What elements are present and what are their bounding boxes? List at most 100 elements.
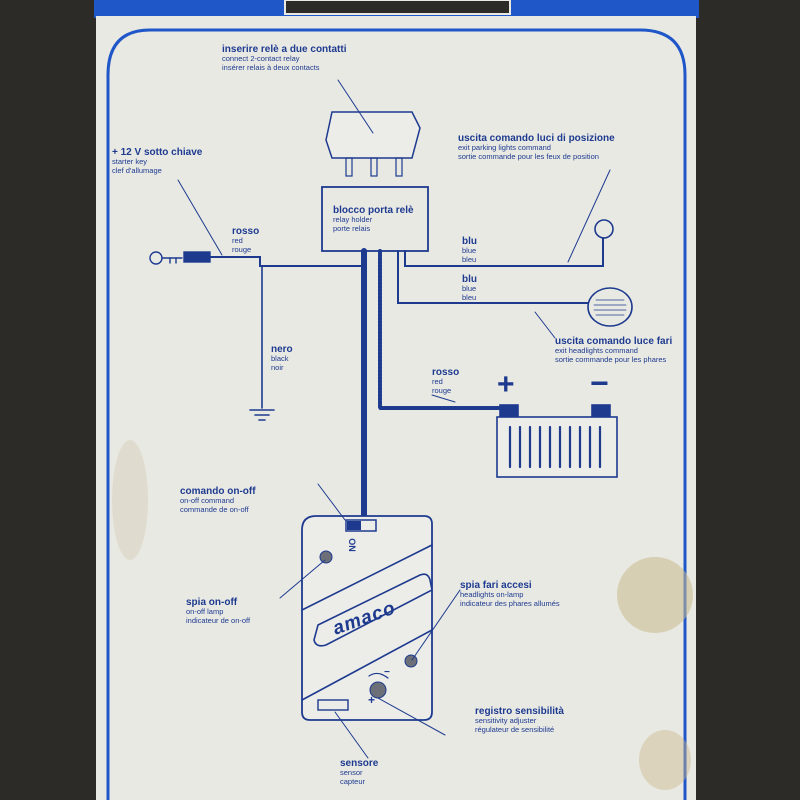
onoff-switch-knob <box>347 521 361 530</box>
sensor-label: sensore sensor capteur <box>340 758 378 786</box>
headlights-lamp-icon <box>404 654 418 668</box>
leader-line <box>334 711 369 759</box>
adjust-plus: + <box>368 693 376 707</box>
leader-line <box>534 311 556 339</box>
leader-line <box>337 79 374 134</box>
parking-output-label: uscita comando luci di posizione exit pa… <box>458 133 615 161</box>
leader-line <box>431 394 456 403</box>
leader-line <box>411 589 461 661</box>
leader-line <box>177 179 223 256</box>
wire-red-label-en: red <box>232 236 243 246</box>
relay-label: inserire relè a due contatti connect 2-c… <box>222 44 347 72</box>
wire-blue-1-fr: bleu <box>462 254 477 264</box>
relay-holder-label-en: relay holder <box>333 215 373 225</box>
parking-output-label-fr: sortie commande pour les feux de positio… <box>458 151 599 161</box>
headlights-lamp-fr: indicateur des phares allumés <box>460 598 560 608</box>
relay-holder-block <box>321 186 429 252</box>
battery-minus: − <box>590 365 609 401</box>
wire-blue-label-2: blu blue bleu <box>462 274 477 302</box>
panel-border <box>106 28 687 800</box>
relay-pin <box>395 157 403 177</box>
ground-symbol-icon <box>249 409 275 421</box>
sensor-window <box>317 699 349 711</box>
wire-red-label: rosso red rouge <box>232 226 259 254</box>
stain-mark <box>112 440 148 560</box>
wire-black-label-en: black <box>271 354 289 364</box>
adjust-arrow-icon <box>368 672 389 679</box>
wire-blue-1-en: blue <box>462 246 477 256</box>
panel-top-tab <box>284 0 511 15</box>
switch-on-label: ON <box>346 538 357 552</box>
wire-blue-2-en: blue <box>462 284 477 294</box>
relay-holder-label-fr: porte relais <box>333 223 371 233</box>
wire-black-label-fr: noir <box>271 362 284 372</box>
ignition-label: + 12 V sotto chiave starter key clef d'a… <box>112 147 202 175</box>
onoff-lamp-en: on-off lamp <box>186 607 224 617</box>
wire-blue-2-it: blu <box>462 274 477 285</box>
headlights-output-label-it: uscita comando luce fari <box>555 336 673 347</box>
onoff-command-label: comando on-off on-off command commande d… <box>180 486 256 514</box>
stain-mark <box>639 730 691 790</box>
relay-label-fr: insérer relais à deux contacts <box>222 62 320 72</box>
parking-output-label-it: uscita comando luci di posizione <box>458 133 615 144</box>
relay-holder-label: blocco porta relè relay holder porte rel… <box>333 205 414 233</box>
wire-black-label: nero black noir <box>271 344 293 372</box>
wire-red-battery-label: rosso red rouge <box>432 367 459 395</box>
wire-red-battery-it: rosso <box>432 367 460 378</box>
relay-pin <box>370 157 378 177</box>
wire-blue-label-1: blu blue bleu <box>462 236 477 264</box>
headlights-output-label: uscita comando luce fari exit headlights… <box>555 336 672 364</box>
sensitivity-fr: régulateur de sensibilité <box>475 724 555 734</box>
parking-light-icon <box>594 219 614 239</box>
onoff-lamp-label: spia on-off on-off lamp indicateur de on… <box>186 597 250 625</box>
wire-black-label-it: nero <box>271 344 293 355</box>
leader-line <box>317 483 346 521</box>
onoff-switch <box>345 519 377 532</box>
onoff-command-it: comando on-off <box>180 486 256 497</box>
leader-line <box>567 169 611 263</box>
sensitivity-it: registro sensibilità <box>475 706 564 717</box>
headlights-output-label-en: exit headlights command <box>555 346 638 356</box>
battery-plus: + <box>497 368 515 401</box>
sensor-en: sensor <box>340 768 363 778</box>
sensitivity-en: sensitivity adjuster <box>475 716 537 726</box>
onoff-command-en: on-off command <box>180 496 235 506</box>
headlights-output-label-fr: sortie commande pour les phares <box>555 354 667 364</box>
ignition-label-it: + 12 V sotto chiave <box>112 147 203 158</box>
headlights-lamp-it: spia fari accesi <box>460 580 532 591</box>
wire-red-battery-en: red <box>432 377 443 387</box>
sensor-fr: capteur <box>340 776 366 786</box>
wire-red-label-fr: rouge <box>232 244 252 254</box>
wire-blue-1-it: blu <box>462 236 477 247</box>
wire-blue-parking <box>404 237 604 267</box>
onoff-lamp-icon <box>319 550 333 564</box>
adjust-minus: − <box>384 667 390 678</box>
relay-pin <box>345 157 353 177</box>
onoff-lamp-it: spia on-off <box>186 597 238 608</box>
relay-label-en: connect 2-contact relay <box>222 54 300 64</box>
wire-blue-headlight <box>397 250 589 304</box>
headlights-lamp-label: spia fari accesi headlights on-lamp indi… <box>460 580 560 608</box>
parking-output-label-en: exit parking lights command <box>458 143 551 153</box>
brand-plate <box>313 573 433 647</box>
sensor-it: sensore <box>340 758 379 769</box>
ignition-label-fr: clef d'allumage <box>112 165 162 175</box>
headlight-icon <box>587 287 633 327</box>
wire-red-battery-fr: rouge <box>432 385 452 395</box>
leader-line <box>377 697 446 736</box>
battery-icon <box>496 404 618 478</box>
leader-line <box>279 559 326 599</box>
sensitivity-label: registro sensibilità sensitivity adjuste… <box>475 706 564 734</box>
relay-label-it: inserire relè a due contatti <box>222 44 347 55</box>
headlights-lamp-en: headlights on-lamp <box>460 590 524 600</box>
stain-mark <box>617 557 693 633</box>
onoff-command-fr: commande de on-off <box>180 504 249 514</box>
relay-holder-label-it: blocco porta relè <box>333 205 414 216</box>
wire-red-label-it: rosso <box>232 226 260 237</box>
ignition-label-en: starter key <box>112 157 148 167</box>
wire-blue-2-fr: bleu <box>462 292 477 302</box>
control-unit-band <box>301 544 433 701</box>
relay-body <box>325 111 421 159</box>
onoff-lamp-fr: indicateur de on-off <box>186 615 251 625</box>
